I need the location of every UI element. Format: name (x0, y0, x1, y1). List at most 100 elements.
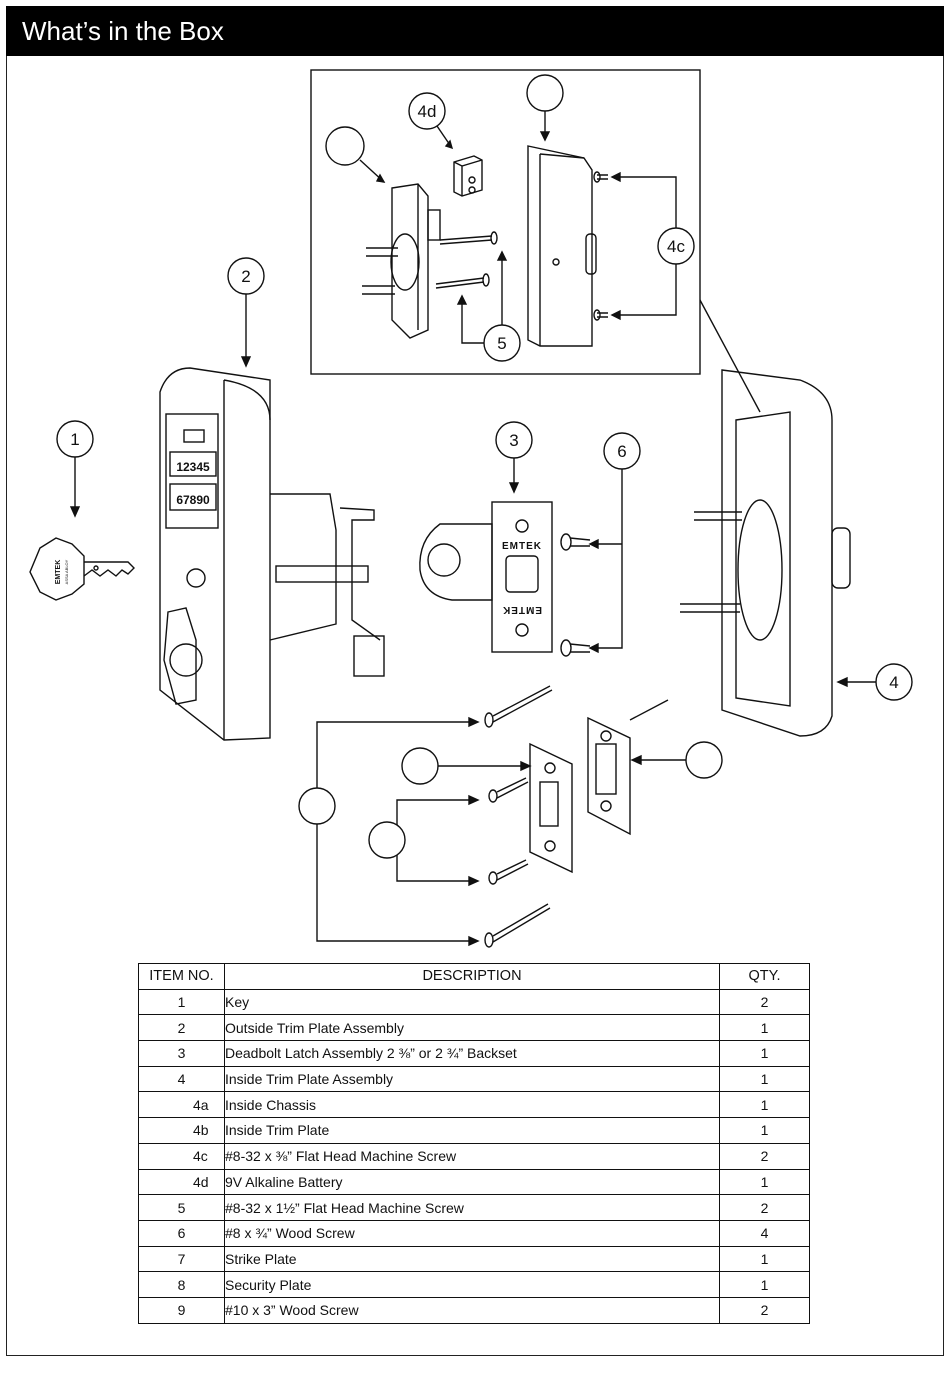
col-item-no: ITEM NO. (138, 963, 225, 990)
item-quantity: 1 (719, 1014, 810, 1042)
outside-trim-drawing (159, 367, 385, 741)
item-quantity: 2 (719, 1142, 810, 1170)
leader-6b-bottom (396, 855, 470, 882)
item-description: Inside Chassis (224, 1091, 720, 1119)
item-number: 9 (138, 1296, 225, 1324)
item-description: Inside Trim Plate (224, 1117, 720, 1144)
item-description: #8-32 x 1½” Flat Head Machine Screw (224, 1194, 720, 1221)
callout-blank-9 (298, 787, 336, 825)
callout-blank-8 (685, 741, 723, 779)
item-number: 4b (138, 1117, 225, 1144)
item-quantity: 4 (719, 1219, 810, 1247)
small-screws-4c (593, 171, 608, 321)
keypad-row-1: 12345 (176, 460, 210, 474)
item-number: 4a (138, 1091, 225, 1119)
item-number: 2 (138, 1014, 225, 1042)
item-quantity: 2 (719, 1194, 810, 1221)
leader-4c-top (618, 176, 677, 228)
inside-trim-assembly-drawing (680, 369, 851, 737)
item-number: 4d (138, 1168, 225, 1196)
callout-3-label: 3 (509, 431, 518, 450)
leader-6 (596, 469, 623, 649)
item-quantity: 1 (719, 1117, 810, 1144)
exploded-parts-diagram: 4d 5 4c 1 EMTEK (29, 69, 913, 948)
callout-6-label: 6 (617, 442, 626, 461)
inside-trim-plate-drawing (527, 145, 597, 347)
callout-4d (408, 92, 446, 130)
item-quantity: 1 (719, 1040, 810, 1067)
key-drawing (29, 537, 135, 601)
strike-plate-drawing (529, 742, 573, 874)
item-number: 4 (138, 1065, 225, 1093)
item-number: 7 (138, 1245, 225, 1273)
keypad-row-2: 67890 (176, 493, 210, 507)
callout-blank-6b (368, 821, 406, 859)
item-quantity: 2 (719, 988, 810, 1016)
leader-9-bottom (316, 824, 470, 942)
inside-chassis-drawing (362, 183, 441, 339)
item-description: Outside Trim Plate Assembly (224, 1014, 720, 1042)
latch-drawing (419, 501, 553, 653)
security-plate-drawing (587, 699, 669, 836)
col-description: DESCRIPTION (224, 963, 720, 990)
callout-4d-label: 4d (418, 102, 437, 121)
col-qty: QTY. (719, 963, 810, 990)
item-number: 5 (138, 1194, 225, 1221)
wood-screws-6 (560, 533, 591, 657)
item-quantity: 1 (719, 1065, 810, 1093)
callout-5-label: 5 (497, 334, 506, 353)
machine-screws-5 (435, 231, 498, 289)
item-number: 1 (138, 988, 225, 1016)
item-description: 9V Alkaline Battery (224, 1168, 720, 1196)
leader-4c-bottom (618, 264, 677, 316)
table-header-row: ITEM NO. DESCRIPTION QTY. (138, 963, 810, 990)
item-quantity: 2 (719, 1296, 810, 1324)
leader-6b-top (396, 799, 470, 825)
leader-5a (461, 298, 484, 344)
item-description: #10 x 3” Wood Screw (224, 1296, 720, 1324)
item-quantity: 1 (719, 1168, 810, 1196)
latch-brand-bottom: EMTEK (502, 604, 542, 615)
inset-connector-line (699, 299, 761, 413)
callout-4-label: 4 (889, 673, 898, 692)
wood-screws-long-9 (484, 685, 553, 948)
item-number: 3 (138, 1040, 225, 1067)
item-description: Deadbolt Latch Assembly 2 ⅜” or 2 ¾” Bac… (224, 1040, 720, 1067)
battery-drawing (453, 155, 483, 197)
item-number: 4c (138, 1142, 225, 1170)
callout-blank-4b (526, 74, 564, 112)
key-brand-sub: ASSA ABLOY (64, 559, 69, 584)
inset-box (310, 69, 701, 375)
key-brand: EMTEK (55, 560, 62, 585)
callout-2-label: 2 (241, 267, 250, 286)
callout-4c-label: 4c (667, 237, 685, 256)
latch-brand-top: EMTEK (502, 541, 542, 552)
item-description: #8 x ¾” Wood Screw (224, 1219, 720, 1247)
item-description: Key (224, 988, 720, 1016)
callout-blank-7 (401, 747, 439, 785)
item-description: Strike Plate (224, 1245, 720, 1273)
item-description: Inside Trim Plate Assembly (224, 1065, 720, 1093)
callout-blank-4a (325, 126, 365, 166)
page-title: What’s in the Box (22, 16, 224, 46)
item-quantity: 1 (719, 1091, 810, 1119)
item-description: #8-32 x ⅜” Flat Head Machine Screw (224, 1142, 720, 1170)
item-number: 6 (138, 1219, 225, 1247)
callout-1-label: 1 (70, 430, 79, 449)
item-number: 8 (138, 1271, 225, 1298)
